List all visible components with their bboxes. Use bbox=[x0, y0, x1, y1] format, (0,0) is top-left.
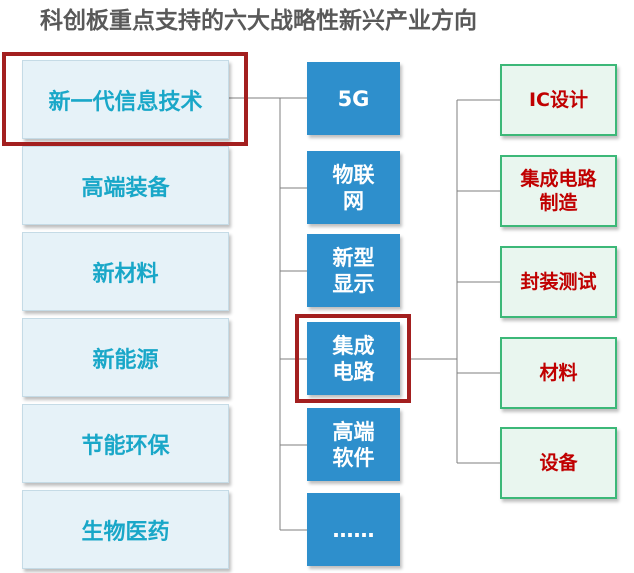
industry-box-materials: 新材料 bbox=[22, 232, 229, 311]
subfield-box-ic: 集成 电路 bbox=[307, 322, 400, 395]
ic-chain-box-design: IC设计 bbox=[500, 64, 617, 136]
ic-chain-box-packaging: 封装测试 bbox=[500, 246, 617, 318]
industry-box-biomed: 生物医药 bbox=[22, 490, 229, 569]
ic-chain-box-fab: 集成电路 制造 bbox=[500, 155, 617, 227]
highlight-frame-it bbox=[2, 52, 248, 146]
ic-chain-box-equipment: 设备 bbox=[500, 427, 617, 499]
subfield-box-5g: 5G bbox=[307, 62, 400, 135]
diagram-title: 科创板重点支持的六大战略性新兴产业方向 bbox=[40, 8, 477, 34]
industry-box-eco: 节能环保 bbox=[22, 404, 229, 483]
subfield-box-iot: 物联 网 bbox=[307, 151, 400, 224]
industry-box-energy: 新能源 bbox=[22, 318, 229, 397]
ic-chain-box-materials: 材料 bbox=[500, 337, 617, 409]
subfield-box-display: 新型 显示 bbox=[307, 234, 400, 307]
subfield-box-more: …… bbox=[307, 493, 400, 566]
subfield-box-software: 高端 软件 bbox=[307, 408, 400, 481]
industry-box-it: 新一代信息技术 bbox=[22, 60, 229, 139]
highlight-frame-ic bbox=[295, 314, 411, 403]
industry-box-equipment: 高端装备 bbox=[22, 146, 229, 225]
